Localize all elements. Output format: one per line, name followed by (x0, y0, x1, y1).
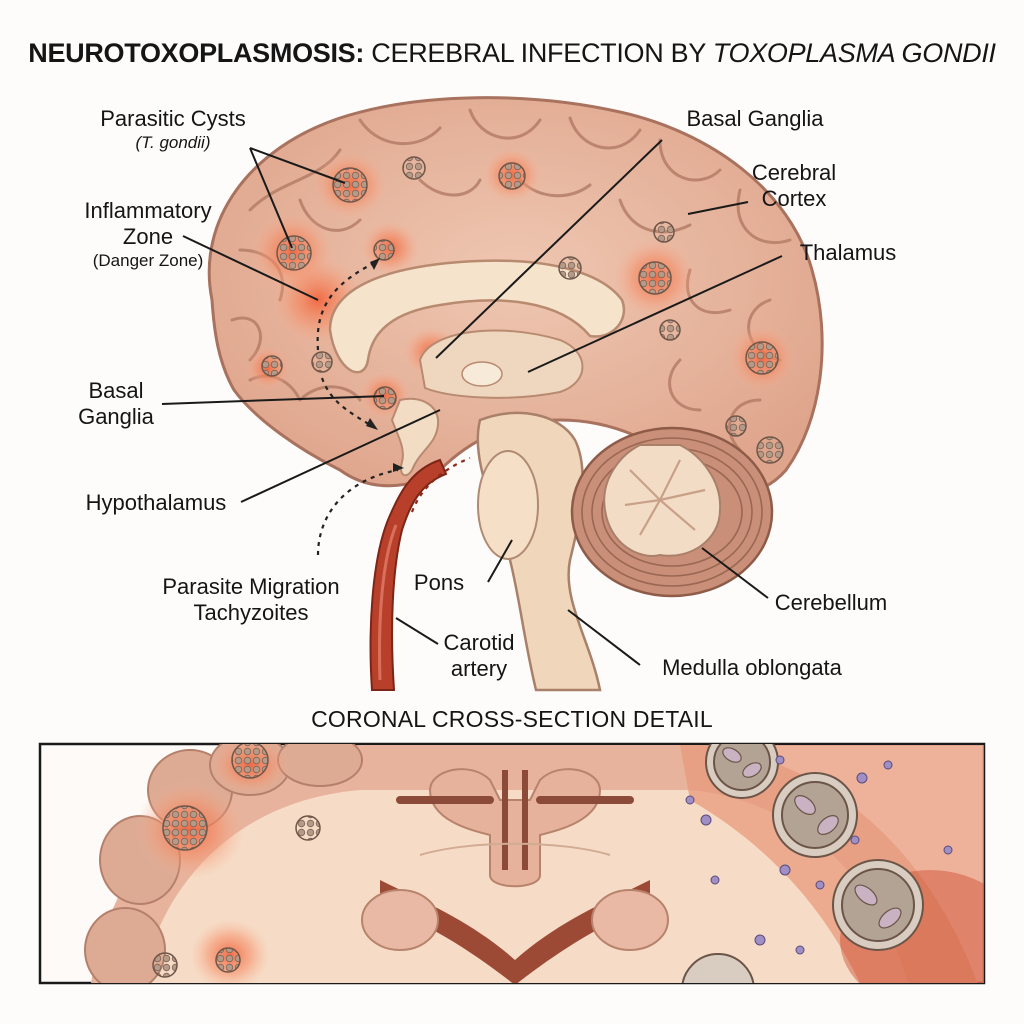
pons-text: Pons (413, 570, 465, 595)
label-medulla: Medulla oblongata (640, 655, 864, 681)
label-carotid-artery: Carotid artery (432, 630, 526, 682)
carotid-artery (369, 458, 448, 691)
section-title: CORONAL CROSS-SECTION DETAIL (311, 706, 713, 732)
label-parasite-migration: Parasite Migration Tachyzoites (140, 574, 362, 626)
page-title: NEUROTOXOPLASMOSIS: CEREBRAL INFECTION B… (0, 38, 1024, 69)
basal-left-line-2: Ganglia (78, 404, 154, 429)
hypothalamus (390, 397, 440, 477)
title-normal: CEREBRAL INFECTION BY (364, 38, 713, 68)
medulla-text: Medulla oblongata (662, 655, 842, 680)
label-cerebral-cortex: Cerebral Cortex (736, 160, 852, 212)
coronal-section (84, 744, 984, 983)
cortex-line-1: Cerebral (751, 160, 837, 185)
basal-top-text: Basal Ganglia (686, 106, 824, 131)
inflammatory-line-1: Inflammatory (84, 198, 212, 223)
inflammatory-line-2: Zone (122, 224, 174, 249)
leader-lines (161, 139, 783, 666)
carotid-line-2: artery (450, 656, 508, 681)
migration-arrows (316, 261, 471, 556)
parasitic-cysts-text: Parasitic Cysts (100, 106, 246, 131)
thalamus-text: Thalamus (799, 240, 897, 265)
basal-left-line-1: Basal (88, 378, 144, 403)
label-basal-ganglia-left: Basal Ganglia (68, 378, 164, 430)
migration-line-2: Tachyzoites (193, 600, 309, 625)
thalamus-nucleus (461, 361, 503, 387)
title-italic: TOXOPLASMA GONDII (712, 38, 996, 68)
parasitic-cysts-sub: (T. gondii) (135, 133, 211, 152)
thalamus (418, 329, 584, 399)
migration-line-1: Parasite Migration (162, 574, 340, 599)
hypothalamus-text: Hypothalamus (85, 490, 227, 515)
title-strong: NEUROTOXOPLASMOSIS: (28, 38, 365, 68)
cerebellum (570, 426, 774, 598)
label-pons: Pons (404, 570, 474, 596)
carotid-line-1: Carotid (443, 630, 515, 655)
label-inflammatory-zone: Inflammatory Zone (Danger Zone) (60, 198, 236, 272)
pons (477, 450, 539, 560)
parasitic-cysts (261, 156, 784, 464)
label-hypothalamus: Hypothalamus (70, 490, 242, 516)
cerebellum-text: Cerebellum (774, 590, 888, 615)
inflammatory-sub: (Danger Zone) (92, 251, 204, 270)
label-basal-ganglia-top: Basal Ganglia (670, 106, 840, 132)
corpus-callosum (328, 259, 625, 374)
label-thalamus: Thalamus (786, 240, 910, 266)
cortex-line-2: Cortex (761, 186, 827, 211)
label-parasitic-cysts: Parasitic Cysts (T. gondii) (84, 106, 262, 154)
label-cerebellum: Cerebellum (758, 590, 904, 616)
sagittal-brain (161, 96, 824, 692)
